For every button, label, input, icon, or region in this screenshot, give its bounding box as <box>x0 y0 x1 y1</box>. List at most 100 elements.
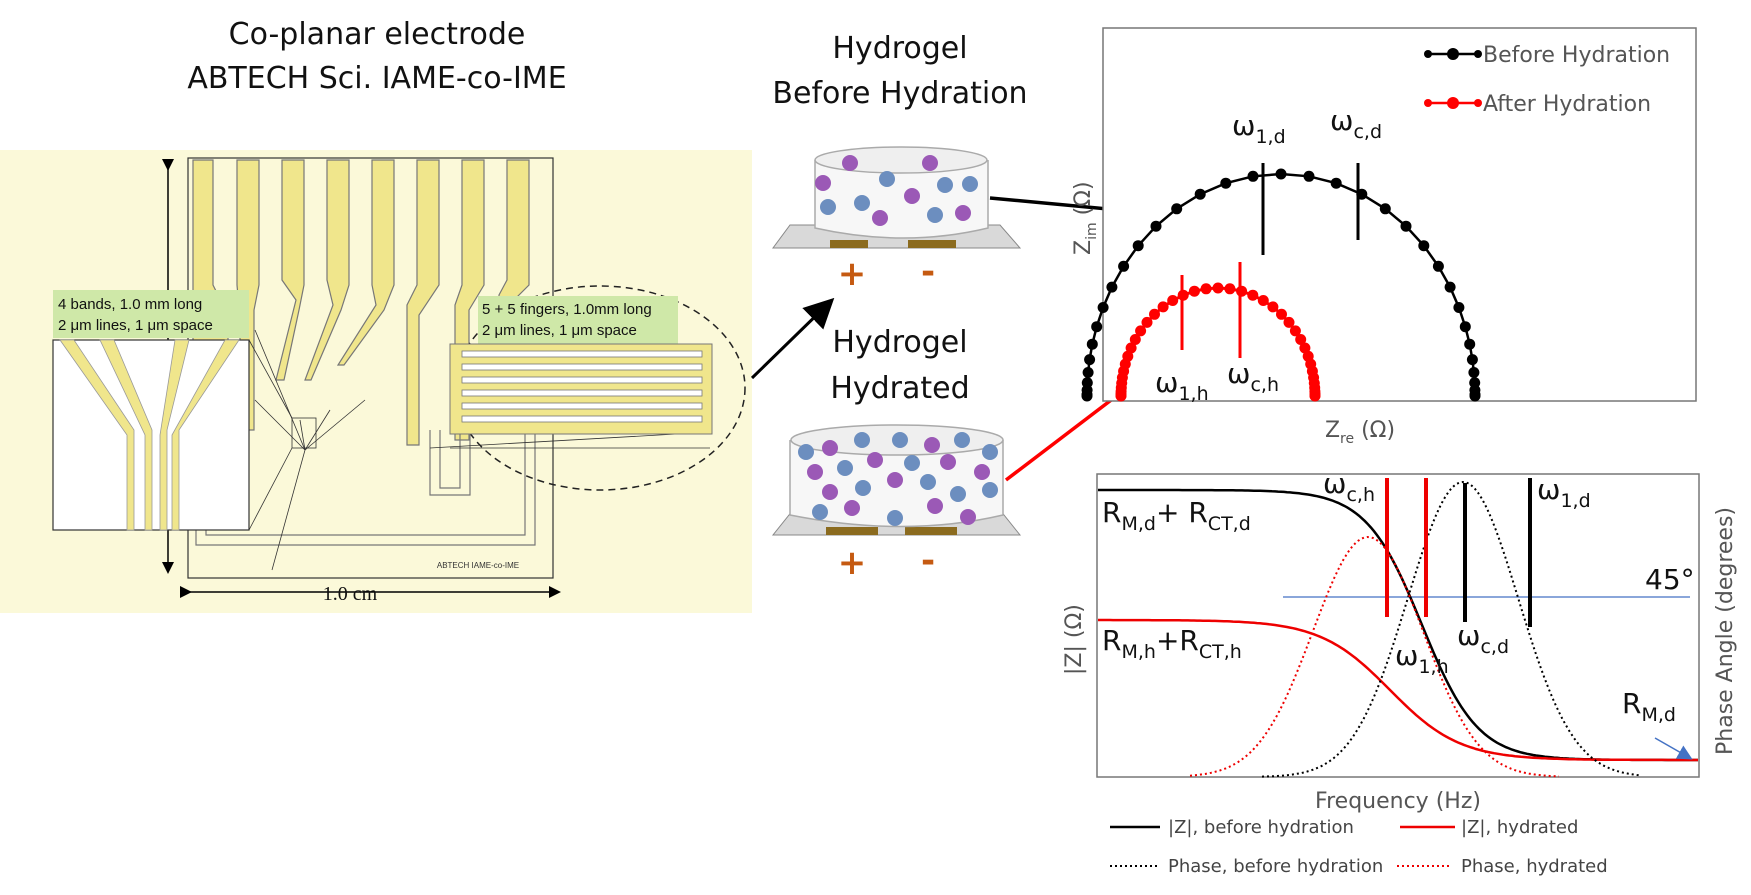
callout-left-box <box>53 290 249 338</box>
bode-rmd-label: RM,d <box>1622 687 1676 726</box>
callout-right-line1: 5 + 5 fingers, 1.0mm long <box>482 301 652 318</box>
nyquist-point <box>1129 334 1141 345</box>
nyquist-point <box>1188 285 1200 297</box>
nyquist-point <box>1309 390 1321 402</box>
scale-label: 1.0 cm <box>323 583 378 605</box>
legend-p-wet-label: Phase, hydrated <box>1461 856 1608 877</box>
nyquist-point <box>1106 281 1118 293</box>
nyquist-point <box>1257 295 1269 306</box>
hydrogel-dry-cell <box>772 146 1022 249</box>
bode-rmd-arrow <box>1654 737 1693 760</box>
nyquist-point <box>1236 285 1248 297</box>
bode-phase-dry-curve <box>1261 480 1641 778</box>
wet-ions <box>798 432 998 526</box>
nyquist-wet-points <box>1115 282 1321 402</box>
thin-wiring <box>254 329 713 571</box>
nyquist-legend-wet-label: After Hydration <box>1483 92 1651 117</box>
nyquist-frame <box>1102 27 1697 402</box>
nyquist-point <box>1400 220 1412 232</box>
nyquist-point <box>1135 325 1147 337</box>
dry-plus: + <box>838 254 867 294</box>
nyquist-point <box>1122 350 1134 362</box>
nyquist-point <box>1082 367 1094 378</box>
nyquist-point <box>1379 203 1391 215</box>
nyquist-point <box>1194 188 1206 200</box>
nyquist-point <box>1468 367 1480 378</box>
nyquist-point <box>1171 203 1183 215</box>
dry-ions <box>815 155 978 226</box>
bode-y-left-label: |Z| (Ω) <box>1062 604 1087 675</box>
bode-phase-wet-curve <box>1189 535 1560 778</box>
nyquist-point <box>1212 282 1224 294</box>
nyquist-wcd-label: ωc,d <box>1330 104 1382 143</box>
bode-45-label: 45° <box>1645 563 1695 596</box>
nyquist-point <box>1418 240 1430 252</box>
nyquist-point <box>1283 316 1295 328</box>
nyquist-w1d-label: ω1,d <box>1232 109 1286 148</box>
nyquist-point <box>1141 316 1153 328</box>
nyquist-point <box>1247 289 1259 301</box>
bode-plot: |Z| (Ω) Phase Angle (degrees) Frequency … <box>1062 467 1738 814</box>
nyquist-point <box>1086 338 1098 350</box>
legend-p-dry-label: Phase, before hydration <box>1168 856 1383 877</box>
bode-rmh-rcth-label: RM,h+RCT,h <box>1102 624 1242 663</box>
nyquist-point <box>1125 342 1137 354</box>
arrow-to-hydrogel <box>750 297 835 380</box>
hydrogel-dry-line1: Hydrogel <box>832 31 967 66</box>
nyquist-point <box>1299 342 1311 354</box>
bode-w1h-label: ω1,h <box>1395 639 1449 678</box>
nyquist-point <box>1157 301 1169 313</box>
electrode-title-line1: Co-planar electrode <box>229 17 526 52</box>
nyquist-point <box>1149 308 1160 320</box>
nyquist-point <box>1220 177 1232 189</box>
nyquist-legend-dry: Before Hydration <box>1424 43 1670 68</box>
nyquist-point <box>1118 260 1130 272</box>
nyquist-x-label: Zre (Ω) <box>1325 418 1395 447</box>
electrode-title-line2: ABTECH Sci. IAME-co-IME <box>187 61 566 96</box>
nyquist-point <box>1330 177 1342 189</box>
nyquist-point <box>1167 295 1179 306</box>
interdigitated-fingers <box>449 343 713 435</box>
bode-z-wet-curve <box>1098 618 1698 762</box>
callout-left-line1: 4 bands, 1.0 mm long <box>58 296 202 313</box>
nyquist-point <box>1097 302 1109 313</box>
nyquist-point <box>1200 283 1212 295</box>
nyquist-legend-dry-label: Before Hydration <box>1483 43 1670 68</box>
nyquist-point <box>1224 283 1236 295</box>
electrode-panel: Co-planar electrode ABTECH Sci. IAME-co-… <box>0 17 835 613</box>
nyquist-point <box>1469 390 1481 402</box>
wet-plus: + <box>838 543 867 583</box>
nyquist-point <box>1150 220 1162 232</box>
nyquist-wch-label: ωc,h <box>1227 357 1279 396</box>
legend-z-wet-label: |Z|, hydrated <box>1461 817 1578 838</box>
nyquist-legend-wet: After Hydration <box>1424 92 1651 117</box>
wet-minus: - <box>921 541 935 581</box>
hydrogel-wet-line1: Hydrogel <box>832 325 967 360</box>
chip-label: ABTECH IAME-co-IME <box>437 561 519 570</box>
bode-y-right-label: Phase Angle (degrees) <box>1713 507 1738 755</box>
nyquist-plot: Before Hydration After Hydration Zim (Ω)… <box>1071 27 1697 447</box>
bode-w1d-label: ω1,d <box>1537 473 1591 512</box>
nyquist-y-label: Zim (Ω) <box>1071 181 1100 255</box>
nyquist-point <box>1275 168 1287 180</box>
nyquist-point <box>1459 321 1471 333</box>
nyquist-point <box>1289 325 1301 337</box>
nyquist-point <box>1303 170 1315 182</box>
nyquist-point <box>1267 301 1279 313</box>
callout-right-box <box>478 296 678 344</box>
bode-legend: |Z|, before hydration |Z|, hydrated Phas… <box>1110 817 1608 877</box>
nyquist-point <box>1084 354 1096 366</box>
inset-band-lines <box>59 339 240 531</box>
hydrogel-wet-cell <box>771 424 1022 536</box>
hydrogel-dry-line2: Before Hydration <box>772 76 1027 111</box>
callout-left-line2: 2 μm lines, 1 μm space <box>58 317 213 334</box>
hydrogel-wet-line2: Hydrated <box>830 371 969 406</box>
nyquist-point <box>1453 302 1465 313</box>
legend-z-dry-label: |Z|, before hydration <box>1168 817 1354 838</box>
nyquist-point <box>1081 377 1093 389</box>
nyquist-point <box>1132 240 1144 252</box>
callout-right-line2: 2 μm lines, 1 μm space <box>482 322 637 339</box>
nyquist-point <box>1091 321 1103 333</box>
bode-x-label: Frequency (Hz) <box>1315 789 1481 814</box>
